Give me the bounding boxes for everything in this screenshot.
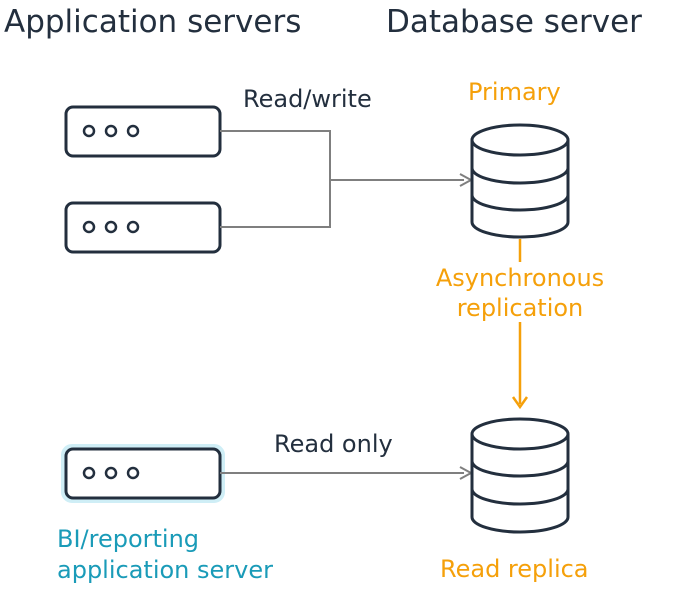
primary-label: Primary xyxy=(468,78,561,106)
application-server-1-icon xyxy=(64,105,222,158)
application-servers-heading: Application servers xyxy=(4,4,301,40)
bi-reporting-label-line1: BI/reporting xyxy=(57,525,199,553)
async-replication-label-line2: replication xyxy=(457,294,584,322)
read-only-label: Read only xyxy=(274,430,393,458)
async-replication-label-line1: Asynchronous xyxy=(436,264,604,292)
read-replica-database-icon xyxy=(470,417,570,534)
async-replication-arrow xyxy=(511,239,529,410)
read-only-connector xyxy=(220,466,474,480)
primary-database-icon xyxy=(470,123,570,239)
read-write-connector xyxy=(220,130,474,228)
read-write-label: Read/write xyxy=(243,85,372,113)
read-replica-label: Read replica xyxy=(440,555,589,583)
bi-reporting-server-icon xyxy=(61,444,225,503)
bi-reporting-label-line2: application server xyxy=(57,556,273,584)
application-server-2-icon xyxy=(64,201,222,254)
database-server-heading: Database server xyxy=(386,4,642,40)
